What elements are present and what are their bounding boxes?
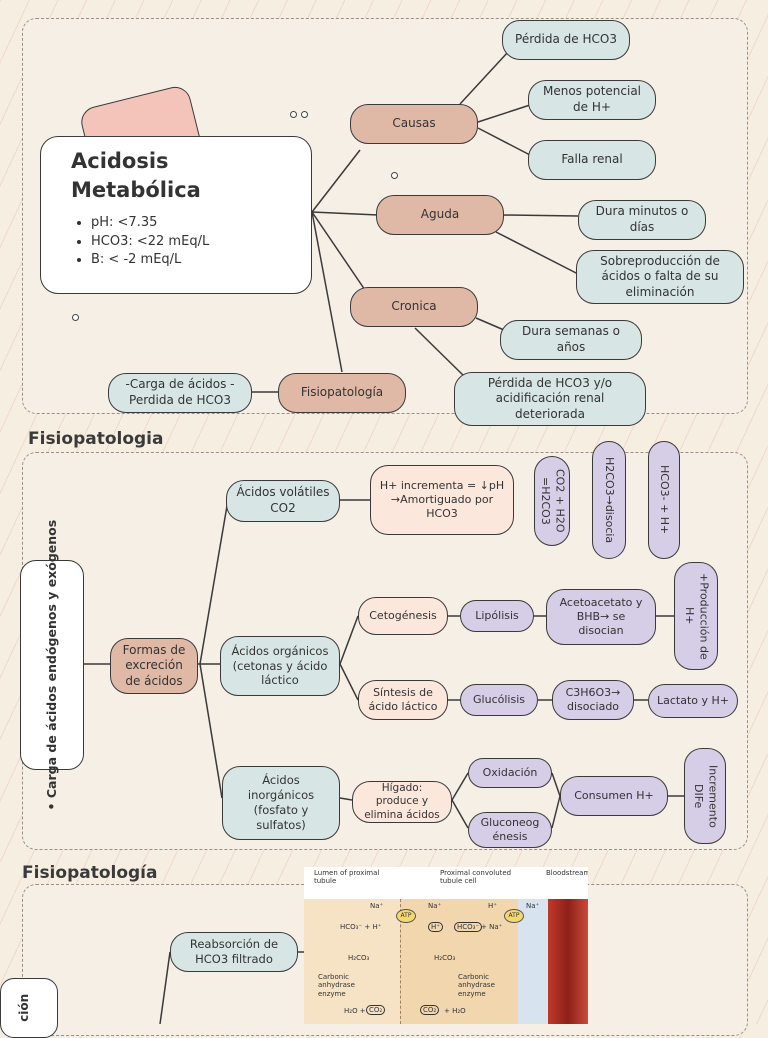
node-carga-perdida: -Carga de ácidos -Perdida de HCO3 bbox=[108, 373, 252, 413]
node-lipolisis: Lipólisis bbox=[460, 600, 534, 632]
label-proximal-cell: Proximal convoluted tubule cell bbox=[440, 869, 512, 886]
node-fisiopatologia: Fisiopatología bbox=[278, 373, 406, 413]
label-na1: Na⁺ bbox=[370, 902, 384, 910]
node-oxidacion: Oxidación bbox=[468, 758, 552, 788]
dot-decoration bbox=[290, 111, 297, 118]
node-formas-excrecion: Formas de excreción de ácidos bbox=[110, 638, 198, 694]
label-h-cell: H⁺ bbox=[428, 922, 443, 932]
node-higado: Hígado: produce y elimina ácidos bbox=[352, 781, 452, 823]
node-cronica: Cronica bbox=[350, 287, 478, 327]
renal-tubule-figure: Lumen of proximal tubule Proximal convol… bbox=[304, 867, 588, 1024]
label-ca-right: Carbonic anhydrase enzyme bbox=[458, 973, 495, 998]
node-sintesis-lactico: Síntesis de ácido láctico bbox=[358, 680, 448, 720]
node-perdida-renal: Pérdida de HCO3 y/o acidificación renal … bbox=[454, 372, 646, 426]
label-na3: Na⁺ bbox=[526, 902, 540, 910]
node-gluconeogenesis: Gluconeog énesis bbox=[468, 812, 552, 848]
node-acidos-volatiles: Ácidos volátiles CO2 bbox=[226, 480, 340, 522]
criterion-ph: pH: <7.35 bbox=[91, 214, 311, 233]
label-hco3-cell: HCO₃⁻ bbox=[454, 922, 483, 932]
label-bloodstream: Bloodstream bbox=[546, 869, 588, 877]
cell-region bbox=[400, 899, 519, 1024]
node-acidos-inorganicos: Ácidos inorgánicos (fosfato y sulfatos) bbox=[222, 766, 340, 840]
node-sobreproduccion: Sobreproducción de ácidos o falta de su … bbox=[576, 250, 744, 304]
main-card: Acidosis Metabólica pH: <7.35 HCO3: <22 … bbox=[40, 136, 312, 294]
criterion-be: B: < -2 mEq/L bbox=[91, 251, 311, 270]
dot-decoration bbox=[301, 111, 308, 118]
dot-decoration bbox=[391, 172, 398, 179]
atp-badge-2: ATP bbox=[504, 909, 524, 923]
node-glucolisis: Glucólisis bbox=[460, 684, 538, 716]
node-co2-h2o: CO2 + H2O =H2CO3 bbox=[534, 456, 570, 546]
node-menos-potencial: Menos potencial de H+ bbox=[528, 80, 656, 120]
label-lumen: Lumen of proximal tubule bbox=[314, 869, 380, 886]
label-h2o-left: H₂O + bbox=[344, 1007, 366, 1015]
node-causas: Causas bbox=[350, 104, 478, 144]
node-h-incrementa: H+ incrementa = ↓pH →Amortiguado por HCO… bbox=[370, 465, 514, 535]
node-incremento-dife: Incremento DIFe bbox=[684, 748, 726, 844]
node-dura-semanas: Dura semanas o años bbox=[500, 320, 642, 360]
atp-badge-1: ATP bbox=[396, 909, 416, 923]
node-cetogenesis: Cetogénesis bbox=[358, 597, 448, 635]
node-reabsorcion: Reabsorción de HCO3 filtrado bbox=[170, 932, 298, 972]
node-perdida-hco3: Pérdida de HCO3 bbox=[502, 20, 630, 60]
node-falla-renal: Falla renal bbox=[528, 140, 656, 180]
label-h2o-right: + H₂O bbox=[444, 1007, 466, 1015]
node-aguda: Aguda bbox=[376, 195, 504, 235]
node-hco3-h: HCO3- + H+ bbox=[648, 441, 680, 559]
label-co2-right: CO₂ bbox=[420, 1005, 440, 1015]
node-left-vertical: ción bbox=[0, 978, 58, 1038]
main-title: Acidosis Metabólica bbox=[71, 149, 201, 203]
node-acidos-organicos: Ácidos orgánicos (cetonas y ácido láctic… bbox=[220, 636, 340, 696]
node-produccion-h: +Producción de H+ bbox=[674, 562, 718, 670]
lumen-region bbox=[304, 899, 400, 1024]
dot-decoration bbox=[72, 314, 79, 321]
interstitial-region bbox=[518, 899, 548, 1024]
figure-header bbox=[304, 867, 588, 899]
blood-vessel bbox=[548, 899, 588, 1024]
label-h2co3-right: H₂CO₃ bbox=[434, 954, 456, 962]
section-title-fisiopatologia: Fisiopatologia bbox=[28, 429, 164, 449]
label-h1: H⁺ bbox=[488, 902, 497, 910]
label-ca-left: Carbonic anhydrase enzyme bbox=[318, 973, 355, 998]
section-title-fisiopatologia-2: Fisiopatología bbox=[22, 863, 158, 883]
node-consumen-h: Consumen H+ bbox=[560, 776, 668, 816]
label-co2-left: CO₂ bbox=[366, 1005, 386, 1015]
criteria-list: pH: <7.35 HCO3: <22 mEq/L B: < -2 mEq/L bbox=[71, 214, 311, 271]
node-h2co3-disocia: H2CO3→disocia bbox=[592, 441, 626, 559]
node-acetoacetato: Acetoacetato y BHB→ se disocian bbox=[546, 589, 656, 645]
label-hco3-h: HCO₃⁻ + H⁺ bbox=[340, 923, 382, 931]
label-na-right: + Na⁺ bbox=[481, 923, 503, 931]
criterion-hco3: HCO3: <22 mEq/L bbox=[91, 233, 311, 252]
label-h2co3-left: H₂CO₃ bbox=[348, 954, 370, 962]
node-c3h6o3: C3H6O3→ disociado bbox=[552, 680, 634, 720]
label-na2: Na⁺ bbox=[428, 902, 442, 910]
node-dura-minutos: Dura minutos o días bbox=[578, 200, 706, 240]
node-lactato: Lactato y H+ bbox=[648, 684, 738, 718]
node-carga-endogenos: • Carga de ácidos endógenos y exógenos bbox=[20, 520, 84, 810]
